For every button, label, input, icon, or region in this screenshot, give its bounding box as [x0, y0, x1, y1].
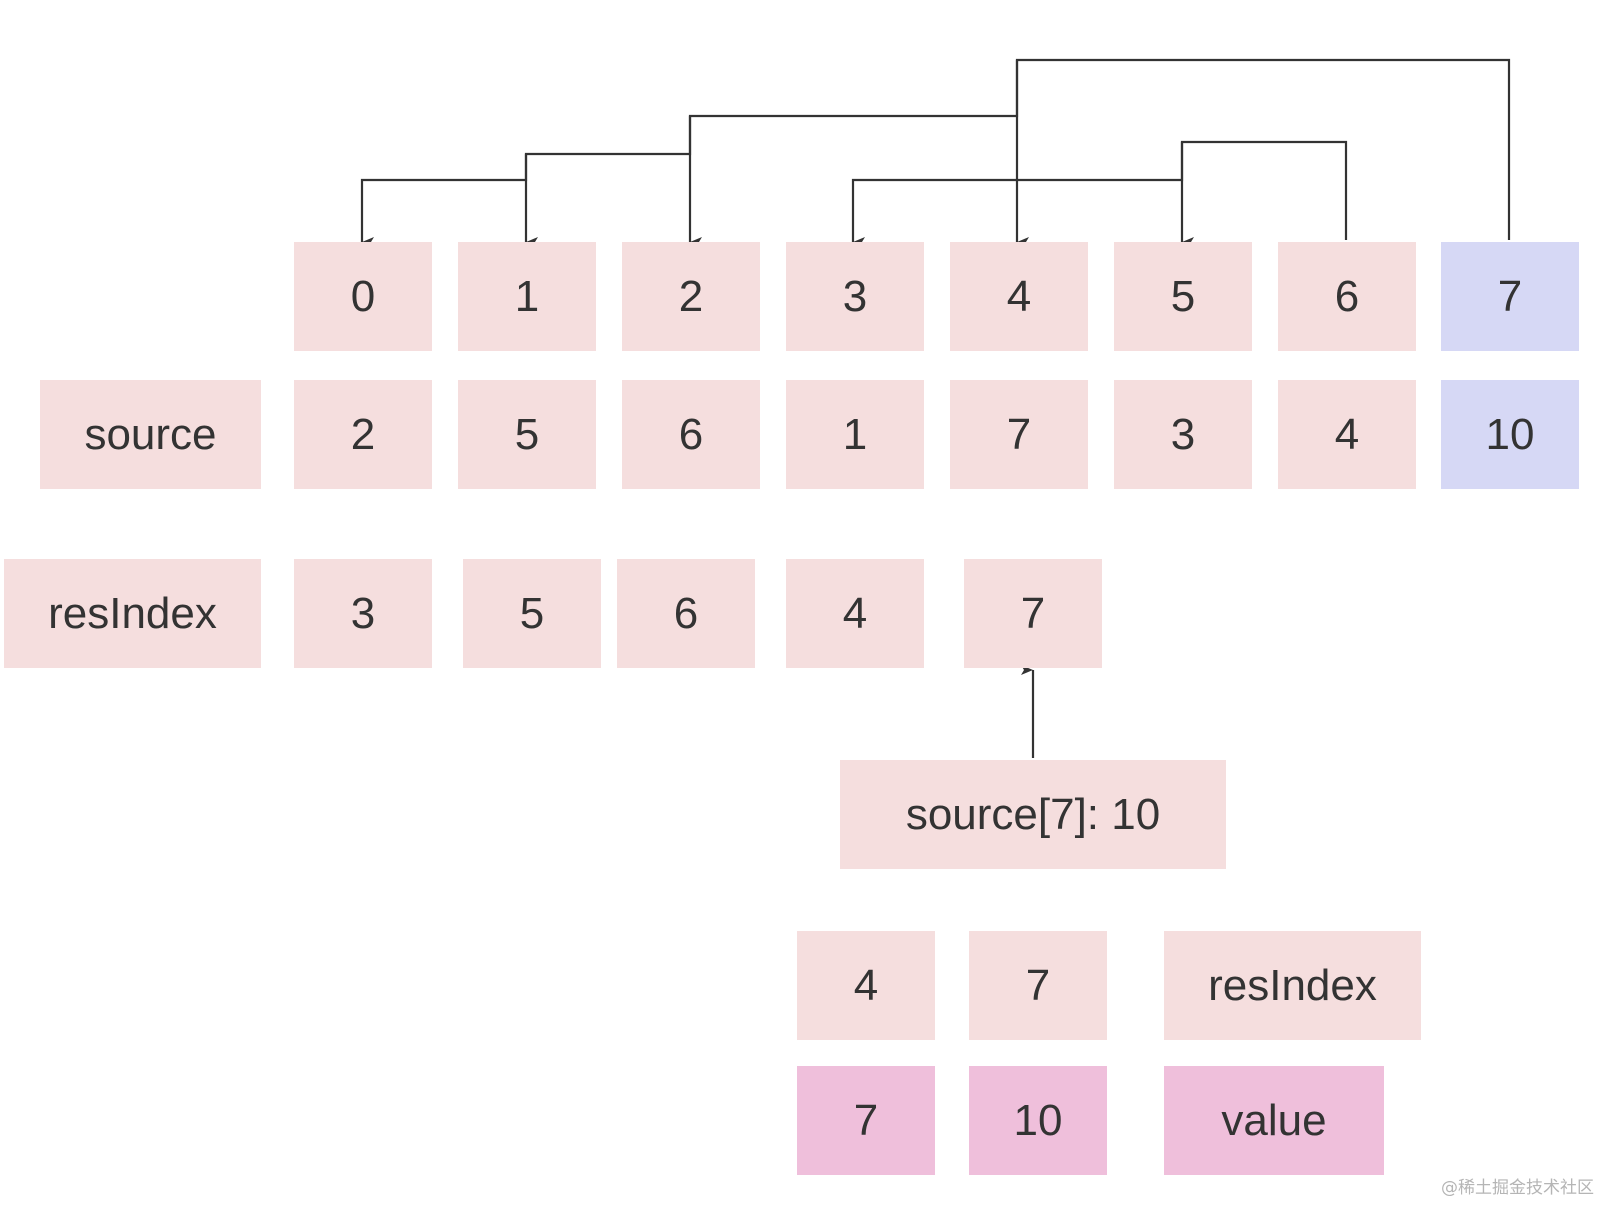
resindex-cell-2: 6: [617, 559, 755, 668]
resindex-cell-3: 4: [786, 559, 924, 668]
pair-resindex-cell-1: 7: [969, 931, 1107, 1040]
arrow-6-to-5: [1180, 140, 1348, 247]
index-cell-1: 1: [458, 242, 596, 351]
resindex-cell-1: 5: [463, 559, 601, 668]
resindex-label: resIndex: [4, 559, 261, 668]
pair-resindex-cell-0: 4: [797, 931, 935, 1040]
arrow-7-to-4: [1015, 58, 1511, 247]
index-cell-2: 2: [622, 242, 760, 351]
resindex-cell-0: 3: [294, 559, 432, 668]
index-cell-7: 7: [1441, 242, 1579, 351]
pair-value-label: value: [1164, 1066, 1384, 1175]
index-cell-6: 6: [1278, 242, 1416, 351]
index-cell-0: 0: [294, 242, 432, 351]
arrow-4-to-2: [688, 60, 1019, 247]
pair-value-cell-0: 7: [797, 1066, 935, 1175]
current-source-box: source[7]: 10: [840, 760, 1226, 869]
source-cell-6: 4: [1278, 380, 1416, 489]
index-cell-5: 5: [1114, 242, 1252, 351]
source-cell-7: 10: [1441, 380, 1579, 489]
source-cell-5: 3: [1114, 380, 1252, 489]
arrow-1-to-0: [360, 154, 528, 247]
index-cell-4: 4: [950, 242, 1088, 351]
source-cell-1: 5: [458, 380, 596, 489]
source-cell-3: 1: [786, 380, 924, 489]
watermark: @稀土掘金技术社区: [1441, 1178, 1594, 1198]
arrow-5-to-3: [851, 142, 1184, 247]
resindex-cell-4: 7: [964, 559, 1102, 668]
index-cell-3: 3: [786, 242, 924, 351]
pair-resindex-label: resIndex: [1164, 931, 1421, 1040]
source-cell-2: 6: [622, 380, 760, 489]
pair-value-cell-1: 10: [969, 1066, 1107, 1175]
arrow-2-to-1: [524, 116, 692, 247]
source-label: source: [40, 380, 261, 489]
source-cell-0: 2: [294, 380, 432, 489]
source-cell-4: 7: [950, 380, 1088, 489]
